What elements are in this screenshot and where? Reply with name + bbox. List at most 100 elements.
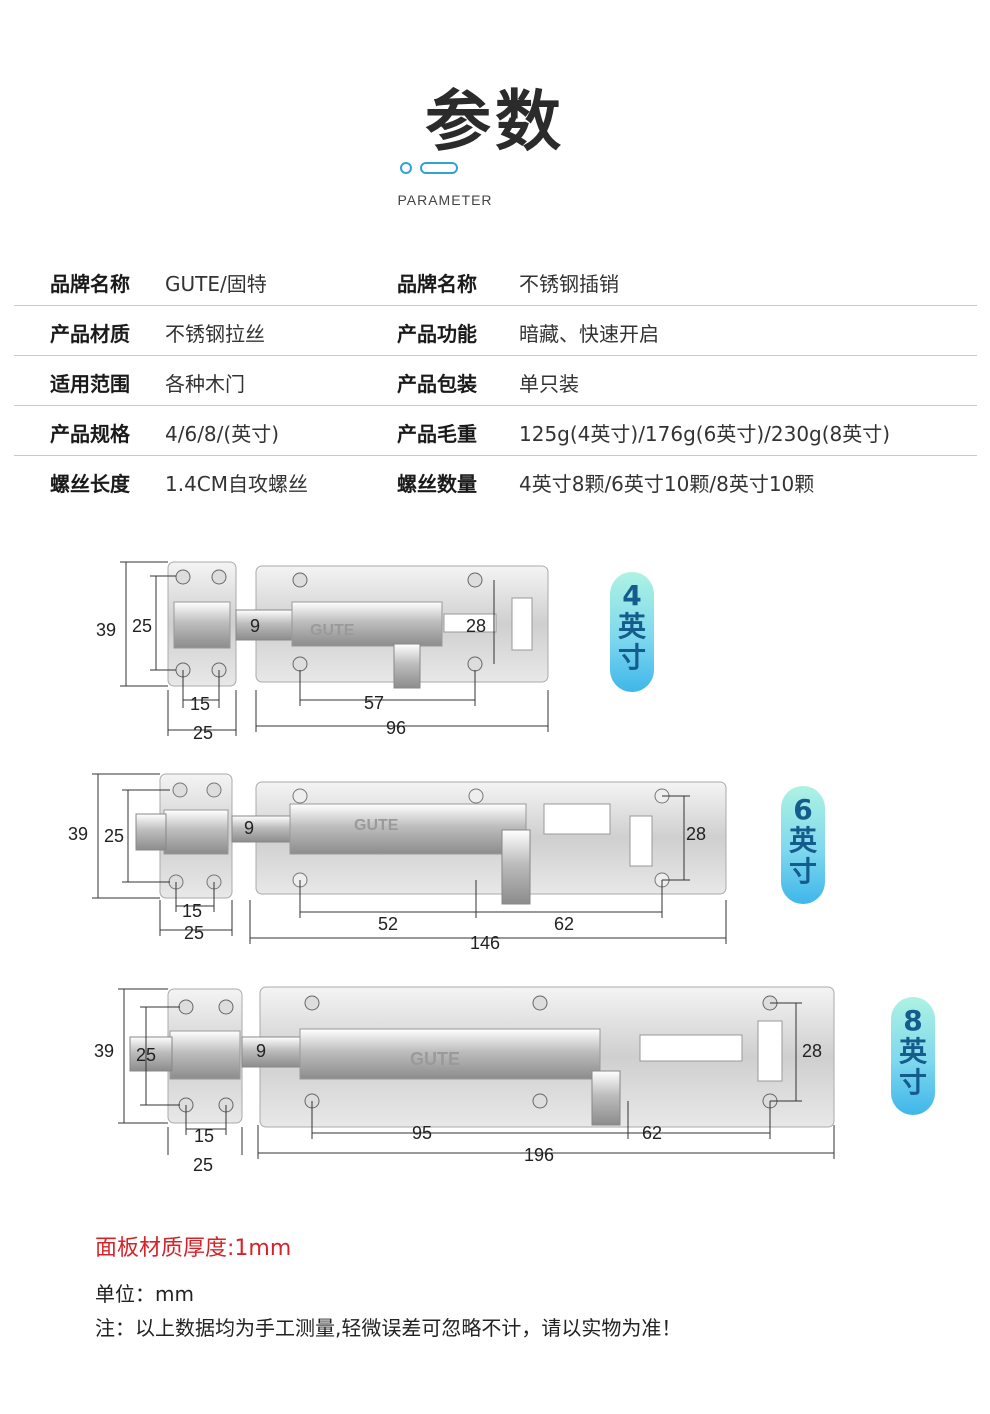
- spec-row: 螺丝长度 1.4CM自攻螺丝 螺丝数量 4英寸8颗/6英寸10颗/8英寸10颗: [14, 456, 977, 505]
- dim-plate-width: 25: [193, 723, 213, 743]
- screw-hole-icon: [172, 782, 188, 798]
- bolt-slot: [511, 597, 533, 651]
- screw-hole-icon: [468, 788, 484, 804]
- dim-plate-width: 25: [193, 1155, 213, 1175]
- dimension-labels: 39 25 9 28 15 25 57 96: [96, 616, 486, 743]
- dim-plate: 25: [132, 616, 152, 636]
- spec-value: 4/6/8/(英寸): [165, 422, 279, 446]
- dim-height: 39: [68, 824, 88, 844]
- spec-key: 产品毛重: [397, 422, 477, 446]
- dim-slot: 28: [466, 616, 486, 636]
- size-badge-unit: 寸: [617, 641, 646, 674]
- screw-icon: [532, 1093, 548, 1109]
- disclaimer-note: 注：以上数据均为手工测量,轻微误差可忽略不计，请以实物为准！: [95, 1316, 682, 1340]
- bolt-rod: [235, 609, 299, 641]
- dimension-labels: 39 25 9 28 15 25 52 62 146: [68, 818, 706, 953]
- decoration-dot-icon: [400, 162, 412, 174]
- dim-height: 39: [94, 1041, 114, 1061]
- screw-icon: [467, 572, 483, 588]
- size-badge-unit: 英: [788, 824, 817, 857]
- brand-engraving: GUTE: [310, 622, 355, 639]
- dim-bolt: 9: [244, 818, 254, 838]
- spec-value: 各种木门: [165, 372, 245, 396]
- brand-engraving: GUTE: [410, 1049, 460, 1069]
- spec-value: 125g(4英寸)/176g(6英寸)/230g(8英寸): [519, 422, 891, 446]
- size-badge-number: 4: [622, 579, 642, 612]
- screw-hole-icon: [206, 782, 222, 798]
- bolt-drawing-6-inch: GUTE 39 25 9 28 15 25 52 62 146 6 英 寸: [0, 760, 990, 960]
- size-badge-unit: 英: [898, 1035, 927, 1068]
- spec-row: 产品材质 不锈钢拉丝 产品功能 暗藏、快速开启: [14, 306, 977, 356]
- dim-bolt: 9: [256, 1041, 266, 1061]
- size-badge-unit: 寸: [898, 1066, 927, 1099]
- bolt-slot: [629, 815, 653, 867]
- size-badge: 8 英 寸: [891, 997, 935, 1115]
- spec-key: 适用范围: [50, 372, 130, 396]
- bolt-end: [135, 813, 167, 851]
- screw-icon: [178, 999, 194, 1015]
- screw-hole-icon: [292, 788, 308, 804]
- bolt-drawing-svg: GUTE 39 25 9 28 15 25 95 62 196: [94, 986, 835, 1175]
- spec-value: 4英寸8颗/6英寸10颗/8英寸10颗: [519, 472, 815, 496]
- bolt-housing: [291, 601, 443, 647]
- spec-value: 1.4CM自攻螺丝: [165, 472, 309, 496]
- dimension-lines: [120, 561, 549, 736]
- keeper-loop: [169, 1030, 241, 1080]
- dim-total: 196: [524, 1145, 554, 1165]
- spec-table: 品牌名称 GUTE/固特 品牌名称 不锈钢插销 产品材质 不锈钢拉丝 产品功能 …: [14, 256, 977, 505]
- dim-span-b: 62: [554, 914, 574, 934]
- spec-key: 产品功能: [397, 322, 477, 346]
- bolt-housing: [289, 803, 527, 855]
- size-badge: 4 英 寸: [610, 572, 654, 692]
- bolt-slot: [443, 613, 497, 633]
- keeper-loop: [163, 809, 229, 855]
- dimension-lines: [118, 988, 835, 1159]
- spec-key: 品牌名称: [50, 272, 130, 296]
- bolt-drawing-svg: GUTE 39 25 9 28 15 25 52 62 146: [68, 773, 727, 953]
- dim-screw-span: 57: [364, 693, 384, 713]
- dim-total: 96: [386, 718, 406, 738]
- dim-slot: 28: [686, 824, 706, 844]
- spec-key: 螺丝长度: [50, 472, 130, 496]
- bolt-rod: [231, 815, 297, 843]
- page-title: 参数: [425, 83, 565, 160]
- screw-icon: [292, 656, 308, 672]
- size-badge-unit: 寸: [788, 855, 817, 888]
- bolt-slot: [639, 1034, 743, 1062]
- spec-row: 适用范围 各种木门 产品包装 单只装: [14, 356, 977, 406]
- dim-hole-pitch: 15: [182, 901, 202, 921]
- spec-key: 产品材质: [50, 322, 130, 346]
- spec-key: 产品包装: [397, 372, 477, 396]
- dim-span-a: 95: [412, 1123, 432, 1143]
- bolt-end: [129, 1036, 173, 1072]
- size-badge-unit: 英: [617, 610, 646, 643]
- dim-span-b: 62: [642, 1123, 662, 1143]
- dimension-lines: [92, 773, 727, 944]
- screw-icon: [292, 572, 308, 588]
- screw-icon: [467, 656, 483, 672]
- bolt-rod: [241, 1036, 305, 1068]
- dim-slot: 28: [802, 1041, 822, 1061]
- spec-row: 品牌名称 GUTE/固特 品牌名称 不锈钢插销: [14, 256, 977, 306]
- size-badge-number: 6: [793, 793, 813, 826]
- title-decoration: [400, 160, 460, 176]
- dim-total: 146: [470, 933, 500, 953]
- bolt-knob: [393, 643, 421, 689]
- spec-value: 暗藏、快速开启: [519, 322, 659, 346]
- spec-value: 不锈钢拉丝: [165, 322, 265, 346]
- bolt-drawing-4-inch: GUTE 39 25 9 28 15 25 57 96 4 英 寸: [0, 540, 990, 750]
- bolt-drawing-8-inch: GUTE 39 25 9 28 15 25 95 62 196 8 英 寸: [0, 975, 990, 1185]
- screw-icon: [175, 569, 191, 585]
- dim-plate: 25: [104, 826, 124, 846]
- bolt-housing: [299, 1028, 601, 1080]
- screw-icon: [532, 995, 548, 1011]
- screw-icon: [218, 999, 234, 1015]
- dim-bolt: 9: [250, 616, 260, 636]
- dim-plate: 25: [136, 1045, 156, 1065]
- page-subtitle: PARAMETER: [397, 192, 493, 208]
- dimension-labels: 39 25 9 28 15 25 95 62 196: [94, 1041, 822, 1175]
- screw-icon: [304, 995, 320, 1011]
- size-badge-number: 8: [903, 1004, 923, 1037]
- spec-key: 产品规格: [50, 422, 130, 446]
- spec-key: 螺丝数量: [397, 472, 477, 496]
